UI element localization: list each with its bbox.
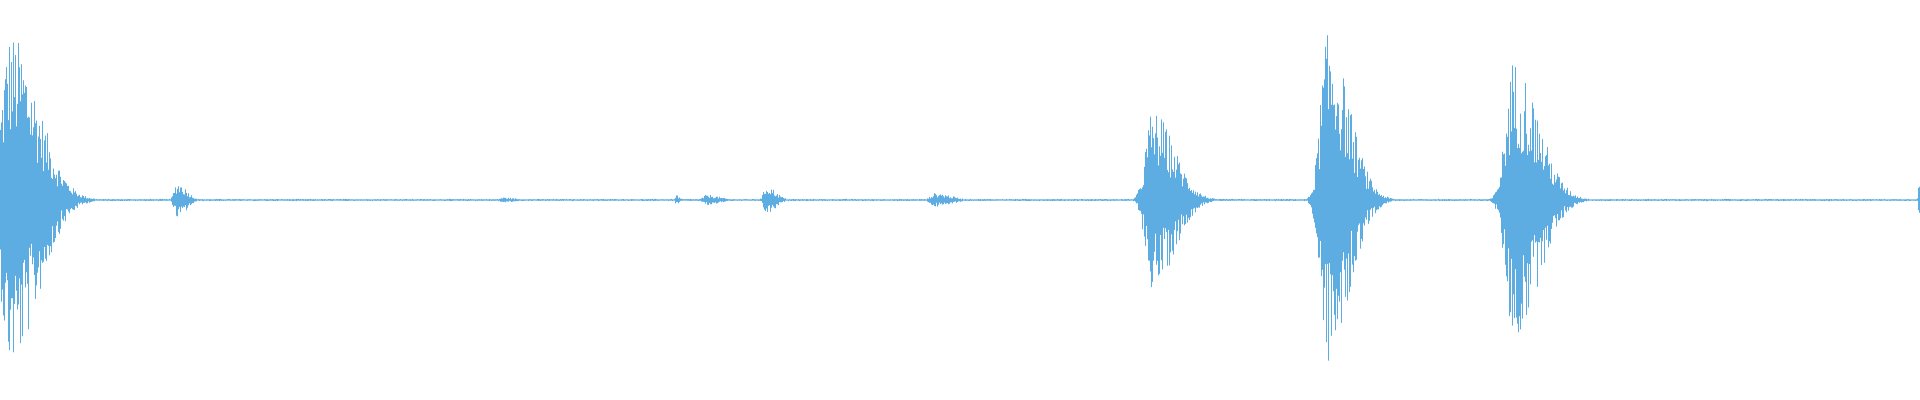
waveform-trace [0,35,1920,361]
